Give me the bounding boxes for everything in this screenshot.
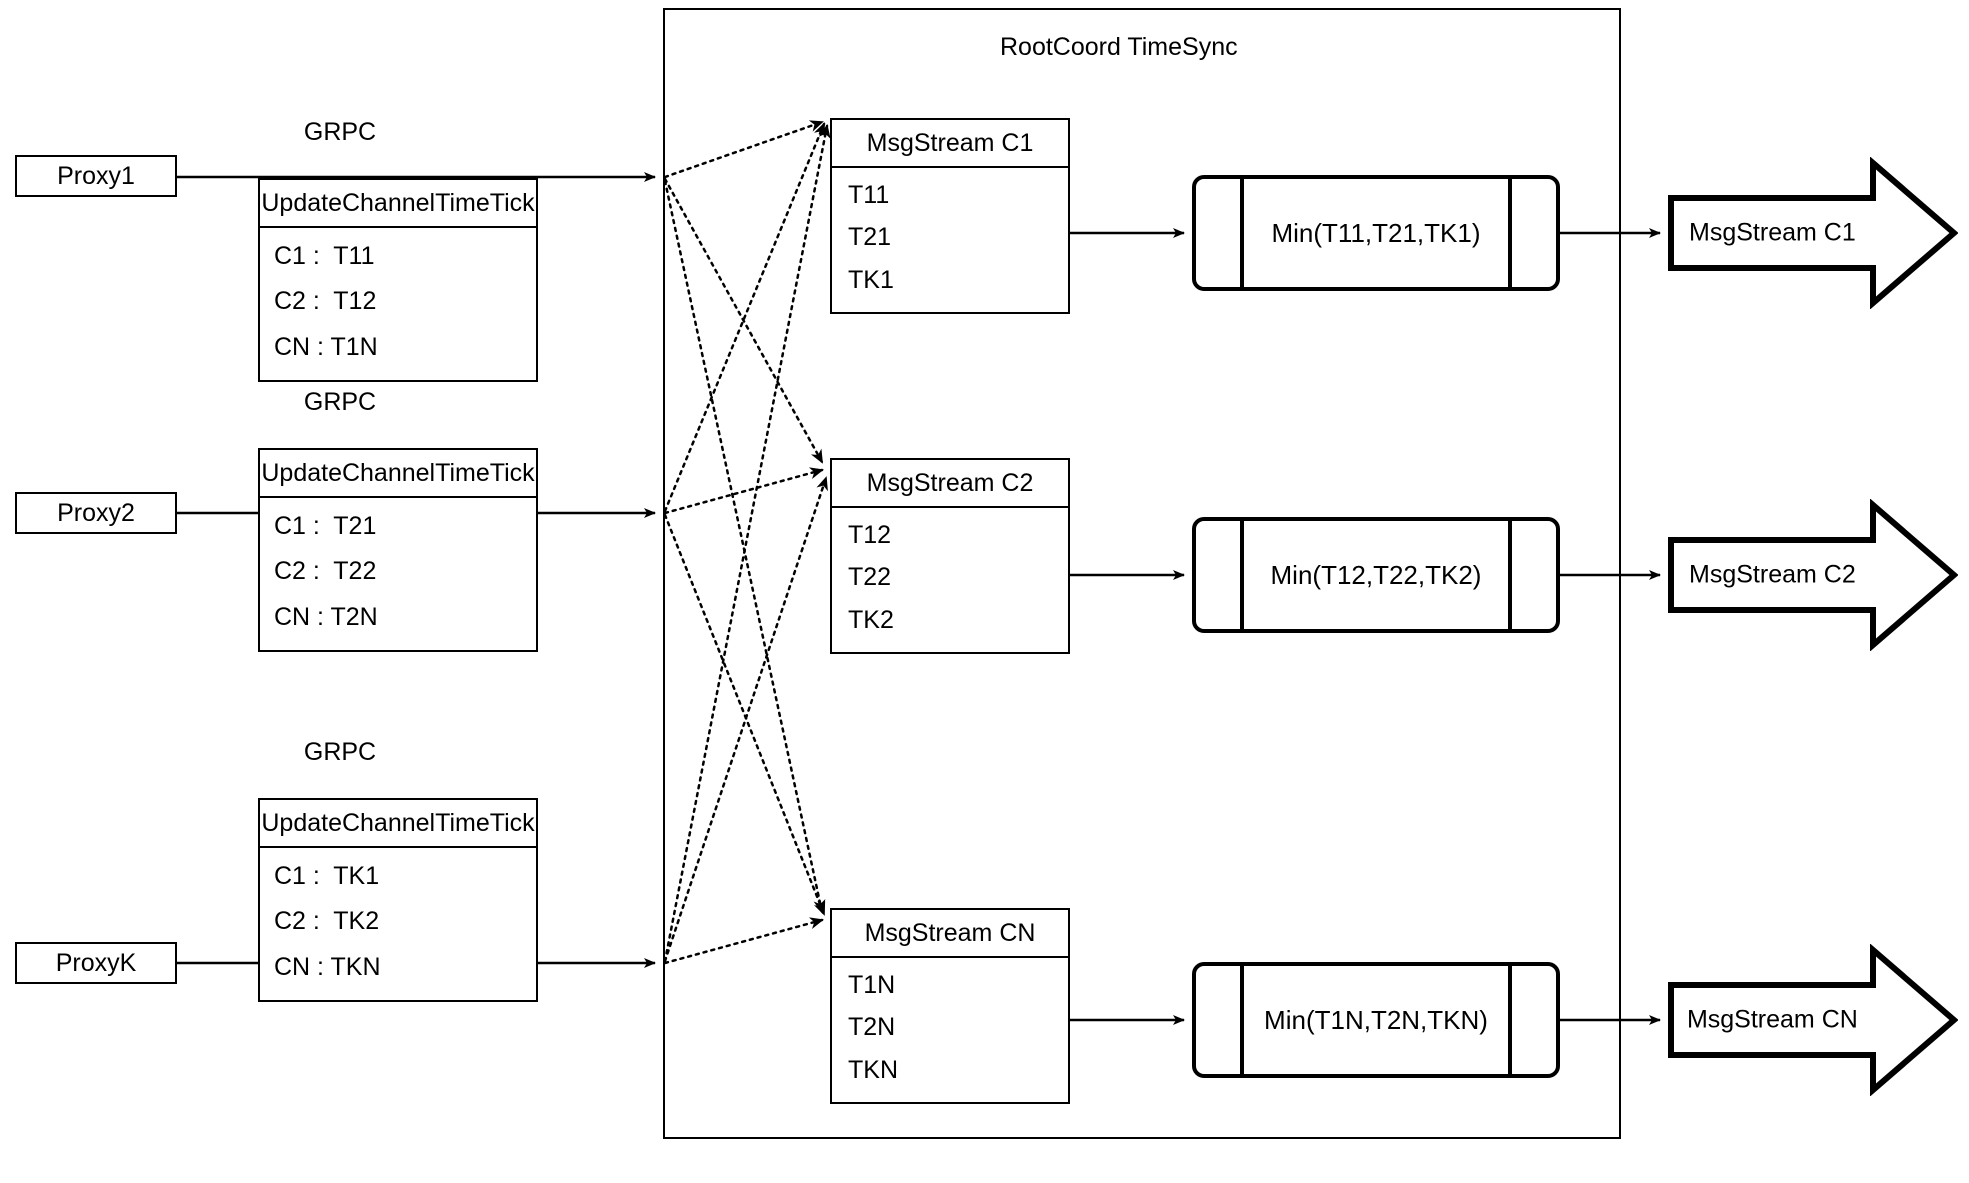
request-entry: C1 : T11 xyxy=(274,242,375,271)
min-process-label-3: Min(T1N,T2N,TKN) xyxy=(1264,1004,1488,1035)
msgstream-entry: T21 xyxy=(848,223,892,252)
msgstream-entry: T11 xyxy=(848,180,890,209)
request-entry: C2 : T12 xyxy=(274,287,377,316)
update-channel-timetick-box-2[interactable]: UpdateChannelTimeTick C1 : T21 C2 : T22 … xyxy=(258,448,538,652)
request-entry: CN : T2N xyxy=(274,602,378,631)
request-entry: C1 : TK1 xyxy=(274,862,380,891)
grpc-label-2: GRPC xyxy=(303,388,377,416)
process-bar-right xyxy=(1508,517,1512,633)
msgstream-entry: TK2 xyxy=(848,606,894,635)
output-block-arrow-2[interactable]: MsgStream C2 xyxy=(1668,499,1958,651)
msgstream-box-1[interactable]: MsgStream C1 T11 T21 TK1 xyxy=(830,118,1070,314)
output-block-arrow-1[interactable]: MsgStream C1 xyxy=(1668,157,1958,309)
min-process-label-1: Min(T11,T21,TK1) xyxy=(1271,217,1481,248)
proxy-label-1: Proxy1 xyxy=(57,161,135,190)
msgstream-entry: T22 xyxy=(848,563,892,592)
request-header-1: UpdateChannelTimeTick xyxy=(260,180,536,228)
msgstream-box-3[interactable]: MsgStream CN T1N T2N TKN xyxy=(830,908,1070,1104)
output-label-2: MsgStream C2 xyxy=(1689,560,1856,589)
min-process-box-1[interactable]: Min(T11,T21,TK1) xyxy=(1192,175,1560,291)
msgstream-entry: T2N xyxy=(848,1013,896,1042)
min-process-box-2[interactable]: Min(T12,T22,TK2) xyxy=(1192,517,1560,633)
update-channel-timetick-box-3[interactable]: UpdateChannelTimeTick C1 : TK1 C2 : TK2 … xyxy=(258,798,538,1002)
request-header-3: UpdateChannelTimeTick xyxy=(260,800,536,848)
msgstream-box-2[interactable]: MsgStream C2 T12 T22 TK2 xyxy=(830,458,1070,654)
grpc-label-3: GRPC xyxy=(303,738,377,766)
output-block-arrow-3[interactable]: MsgStream CN xyxy=(1668,944,1958,1096)
request-entry: C2 : T22 xyxy=(274,557,377,586)
output-label-1: MsgStream C1 xyxy=(1689,218,1856,247)
proxy-label-2: Proxy2 xyxy=(57,498,135,527)
msgstream-header-1: MsgStream C1 xyxy=(832,120,1068,168)
request-entry: C1 : T21 xyxy=(274,512,377,541)
msgstream-header-3: MsgStream CN xyxy=(832,910,1068,958)
msgstream-entry: T12 xyxy=(848,520,892,549)
process-bar-right xyxy=(1508,962,1512,1078)
output-label-3: MsgStream CN xyxy=(1686,1005,1858,1034)
proxy-box-2[interactable]: Proxy2 xyxy=(15,492,177,534)
msgstream-entry: TKN xyxy=(848,1056,898,1085)
rootcoord-timesync-container xyxy=(663,8,1621,1139)
min-process-label-2: Min(T12,T22,TK2) xyxy=(1270,559,1482,590)
process-bar-left xyxy=(1240,962,1244,1078)
msgstream-entry: T1N xyxy=(848,970,896,999)
request-header-2: UpdateChannelTimeTick xyxy=(260,450,536,498)
rootcoord-timesync-title: RootCoord TimeSync xyxy=(1000,33,1238,61)
proxy-label-3: ProxyK xyxy=(55,948,137,977)
request-entry: CN : T1N xyxy=(274,332,378,361)
msgstream-header-2: MsgStream C2 xyxy=(832,460,1068,508)
msgstream-entry: TK1 xyxy=(848,266,894,295)
min-process-box-3[interactable]: Min(T1N,T2N,TKN) xyxy=(1192,962,1560,1078)
process-bar-left xyxy=(1240,517,1244,633)
grpc-label-1: GRPC xyxy=(303,118,377,146)
process-bar-right xyxy=(1508,175,1512,291)
proxy-box-3[interactable]: ProxyK xyxy=(15,942,177,984)
request-entry: C2 : TK2 xyxy=(274,907,380,936)
update-channel-timetick-box-1[interactable]: UpdateChannelTimeTick C1 : T11 C2 : T12 … xyxy=(258,178,538,382)
proxy-box-1[interactable]: Proxy1 xyxy=(15,155,177,197)
process-bar-left xyxy=(1240,175,1244,291)
request-entry: CN : TKN xyxy=(274,952,381,981)
